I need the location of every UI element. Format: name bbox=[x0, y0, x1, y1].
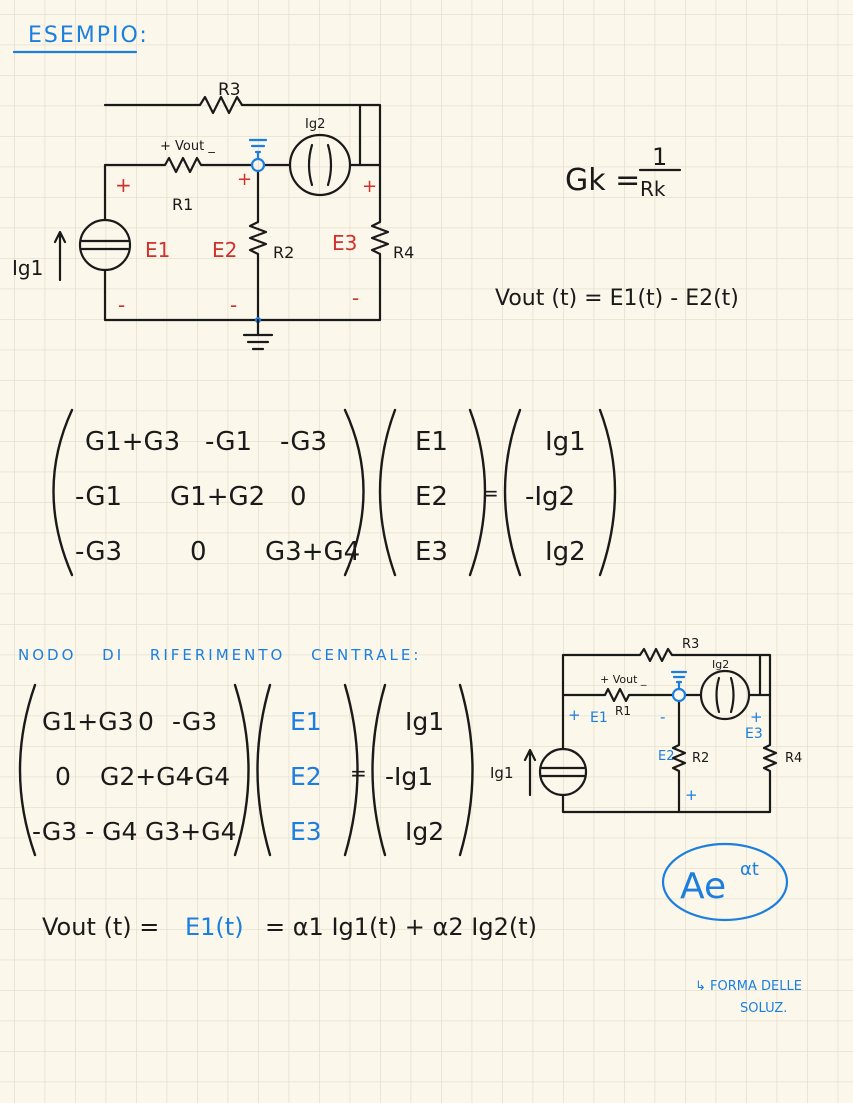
c2-label-ig1: Ig1 bbox=[490, 764, 514, 782]
label-r1: R1 bbox=[172, 195, 193, 214]
m2-rhs: Ig1 bbox=[405, 707, 444, 736]
c2-plus: + bbox=[685, 786, 698, 804]
ig1-source bbox=[78, 218, 132, 272]
m1-unknown: E1 bbox=[415, 427, 448, 457]
label-vout: + Vout _ bbox=[160, 139, 215, 154]
m2-rhs: Ig2 bbox=[405, 817, 444, 846]
m1-cell: -G3 bbox=[75, 537, 122, 567]
matrix-equation-2: G1+G3 0 -G3 0 G2+G4 -G4 -G3 - G4 G3+G4 E… bbox=[18, 683, 474, 857]
c2-label-r3: R3 bbox=[682, 637, 699, 652]
m2-cell: G2+G4 bbox=[100, 762, 192, 791]
label-e3: E3 bbox=[332, 231, 357, 255]
form-expr: Ae bbox=[680, 866, 726, 907]
plus-e2: + bbox=[237, 169, 252, 190]
c2-label-vout: + Vout _ bbox=[600, 673, 647, 686]
label-ig1: Ig1 bbox=[12, 256, 43, 280]
c2-label-r2: R2 bbox=[692, 751, 709, 766]
m2-cell: G3+G4 bbox=[145, 817, 237, 846]
m1-unknown: E3 bbox=[415, 537, 448, 567]
matrix-equation-1: G1+G3 -G1 -G3 -G1 G1+G2 0 -G3 0 G3+G4 E1… bbox=[52, 408, 617, 577]
m2-cell: -G3 bbox=[172, 707, 217, 736]
minus-e1: - bbox=[118, 293, 125, 317]
label-r2: R2 bbox=[273, 243, 294, 262]
vout-eq2-e1: E1(t) bbox=[185, 913, 244, 941]
m1-cell: 0 bbox=[190, 537, 207, 567]
m1-cell: 0 bbox=[290, 482, 307, 512]
m1-cell: -G3 bbox=[280, 427, 327, 457]
form-circle bbox=[661, 842, 789, 922]
m2-cell: 0 bbox=[55, 762, 71, 791]
plus-e3: + bbox=[362, 176, 377, 197]
m2-cell: -G4 bbox=[185, 762, 230, 791]
c2-label-e2: E2 bbox=[658, 749, 675, 764]
vout-eq2-rhs: = α1 Ig1(t) + α2 Ig2(t) bbox=[265, 913, 537, 941]
form-note: ↳ FORMA DELLE bbox=[695, 979, 802, 994]
m1-cell: -G1 bbox=[75, 482, 122, 512]
c2-plus: + bbox=[750, 708, 763, 726]
c2-minus: - bbox=[660, 708, 665, 726]
m1-rhs: Ig1 bbox=[545, 427, 586, 457]
m1-rhs: -Ig2 bbox=[525, 482, 575, 512]
m1-equals: = bbox=[482, 481, 499, 505]
gk-numerator: 1 bbox=[652, 143, 667, 171]
c2-plus: + bbox=[568, 706, 581, 724]
m1-cell: G1+G3 bbox=[85, 427, 180, 457]
m2-rhs: -Ig1 bbox=[385, 762, 433, 791]
m2-unknown: E1 bbox=[290, 707, 322, 736]
page-title: ESEMPIO: bbox=[28, 23, 149, 48]
label-r4: R4 bbox=[393, 243, 414, 262]
gk-denominator: Rk bbox=[640, 177, 666, 201]
c2-label-e3: E3 bbox=[745, 726, 763, 742]
ig2-source bbox=[288, 133, 352, 197]
gk-lhs: Gk = bbox=[565, 163, 640, 198]
vout-eq2-lhs: Vout (t) = bbox=[42, 913, 159, 941]
label-ig2: Ig2 bbox=[305, 117, 325, 132]
label-e2: E2 bbox=[212, 238, 237, 262]
minus-e2: - bbox=[230, 293, 237, 317]
circuit-2: R3 + Vout _ Ig2 R1 + E1 E2 E3 + + - R2 R… bbox=[490, 637, 802, 814]
label-r3: R3 bbox=[218, 80, 241, 100]
m2-unknown: E2 bbox=[290, 762, 322, 791]
form-exponent: αt bbox=[740, 859, 759, 880]
m1-cell: G3+G4 bbox=[265, 537, 360, 567]
m1-cell: G1+G2 bbox=[170, 482, 265, 512]
minus-e3: - bbox=[352, 286, 359, 310]
ig1-arrow bbox=[53, 230, 67, 282]
m2-unknown: E3 bbox=[290, 817, 322, 846]
vout-equation-1: Vout (t) = E1(t) - E2(t) bbox=[495, 286, 739, 311]
m1-cell: -G1 bbox=[205, 427, 252, 457]
m2-cell: -G3 - G4 bbox=[32, 817, 137, 846]
m1-rhs: Ig2 bbox=[545, 537, 586, 567]
section-heading: NODO DI RIFERIMENTO CENTRALE: bbox=[18, 646, 421, 664]
plus-e1: + bbox=[115, 173, 132, 197]
m2-cell: 0 bbox=[138, 707, 154, 736]
m1-unknown: E2 bbox=[415, 482, 448, 512]
c2-label-r4: R4 bbox=[785, 751, 802, 766]
m2-equals: = bbox=[350, 761, 367, 785]
c2-label-e1: E1 bbox=[590, 710, 608, 726]
circuit-1: R3 + Vout _ Ig2 R1 E1 E2 R2 E3 R4 Ig1 + … bbox=[12, 80, 414, 351]
m2-cell: G1+G3 bbox=[42, 707, 134, 736]
c2-label-ig2: Ig2 bbox=[712, 658, 729, 671]
c2-label-r1: R1 bbox=[615, 704, 631, 718]
form-note: SOLUZ. bbox=[740, 1001, 787, 1016]
label-e1: E1 bbox=[145, 238, 170, 262]
